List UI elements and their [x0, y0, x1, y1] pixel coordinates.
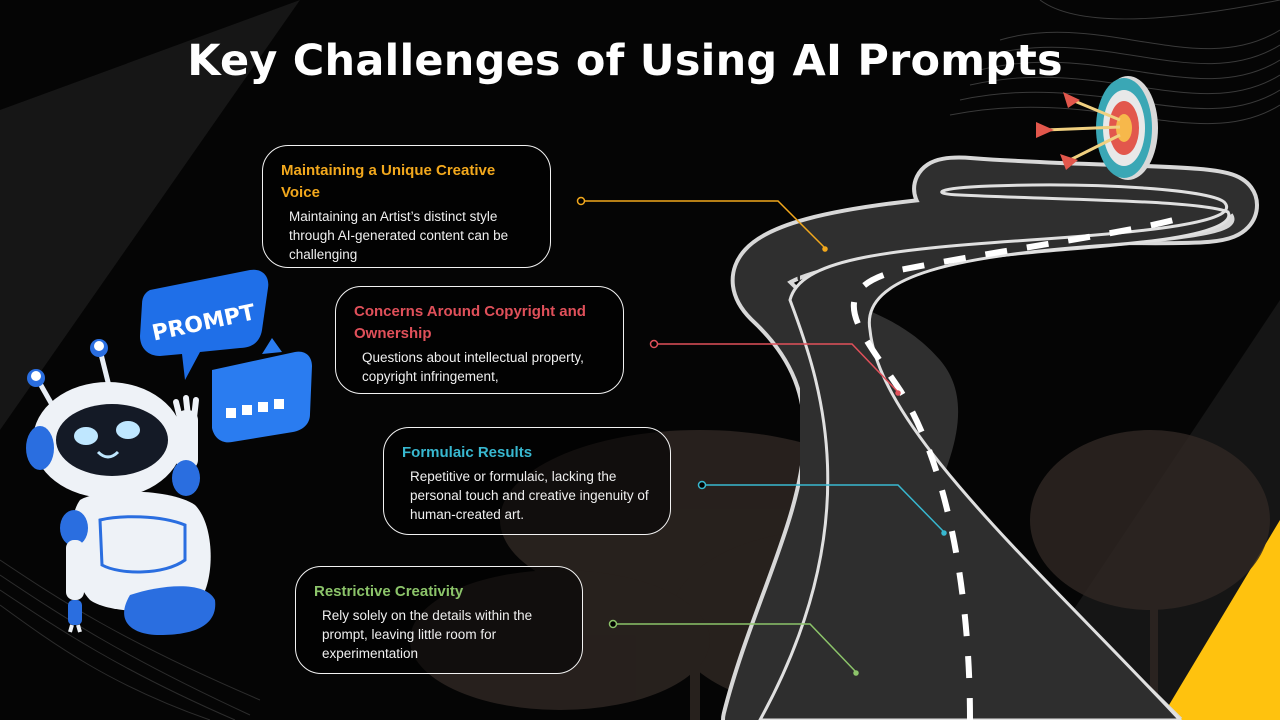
- challenge-title: Formulaic Results: [402, 444, 533, 461]
- challenge-card-creative-voice: Maintaining a Unique Creative Voice Main…: [262, 145, 551, 268]
- challenge-title: Maintaining a Unique Creative Voice: [281, 162, 496, 201]
- challenge-description: Rely solely on the details within the pr…: [322, 608, 533, 661]
- challenge-description: Repetitive or formulaic, lacking the per…: [410, 469, 649, 522]
- challenge-description: Questions about intellectual property, c…: [362, 350, 584, 384]
- challenge-card-formulaic: Formulaic Results Repetitive or formulai…: [383, 427, 671, 535]
- challenge-card-copyright: Concerns Around Copyright and Ownership …: [335, 286, 624, 394]
- page-title: Key Challenges of Using AI Prompts: [187, 36, 1063, 86]
- target-icon: [1036, 76, 1158, 180]
- yellow-corner: [1160, 520, 1280, 720]
- diagonal-band-left: [0, 0, 300, 430]
- swirl-lines-left: [0, 559, 261, 720]
- challenge-title: Concerns Around Copyright and Ownership: [354, 303, 586, 342]
- challenge-description: Maintaining an Artist’s distinct style t…: [289, 209, 509, 262]
- challenge-title: Restrictive Creativity: [314, 583, 464, 600]
- challenge-card-restrictive: Restrictive Creativity Rely solely on th…: [295, 566, 583, 674]
